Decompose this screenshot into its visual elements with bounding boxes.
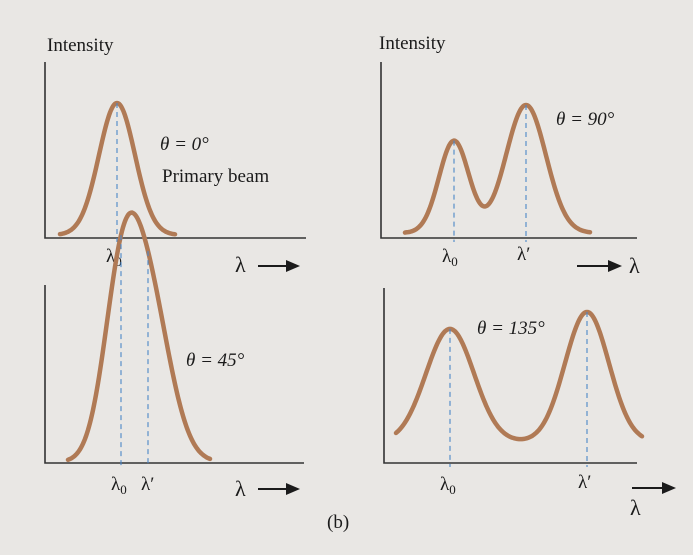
panel-theta-90: Intensity θ = 90° λ0 λ′ λ — [379, 33, 640, 278]
figure-caption: (b) — [327, 512, 349, 533]
panel1-tick-lambda0: λ0 — [106, 246, 122, 269]
panel3-tick-lambda-prime: λ′ — [141, 474, 154, 495]
panel1-x-arrow — [258, 260, 300, 272]
panel4-intensity-curve — [393, 309, 645, 442]
panel1-angle-annotation: θ = 0° — [160, 134, 209, 155]
panel2-x-arrow — [577, 260, 622, 272]
panel1-beam-annotation: Primary beam — [162, 166, 269, 187]
panel4-x-arrow — [632, 482, 676, 494]
panel4-tick-lambda0: λ0 — [440, 474, 456, 497]
panel-theta-135: θ = 135° λ0 λ′ λ — [383, 288, 676, 520]
panel3-angle-annotation: θ = 45° — [186, 350, 245, 371]
panel4-tick-lambda-prime: λ′ — [578, 472, 591, 493]
panel4-x-axis-label: λ — [630, 495, 641, 520]
panel2-intensity-curve — [402, 102, 593, 235]
panel1-y-axis-label: Intensity — [47, 35, 114, 56]
panel3-x-arrow — [258, 483, 300, 495]
panel4-angle-annotation: θ = 135° — [477, 318, 545, 339]
panel4-axes — [383, 288, 637, 464]
panel3-intensity-curve — [65, 210, 213, 463]
panel3-x-axis-label: λ — [235, 476, 246, 501]
panel1-axes — [44, 62, 306, 239]
panel2-tick-lambda0: λ0 — [442, 246, 458, 269]
panel-theta-0: Intensity θ = 0° Primary beam λ0 λ — [44, 35, 306, 277]
panel2-angle-annotation: θ = 90° — [556, 109, 615, 130]
panel1-x-axis-label: λ — [235, 252, 246, 277]
panel2-axes — [380, 62, 637, 239]
panel3-tick-lambda0: λ0 — [111, 474, 127, 497]
panel2-x-axis-label: λ — [629, 253, 640, 278]
panel3-axes — [44, 285, 304, 464]
panel2-y-axis-label: Intensity — [379, 33, 446, 54]
panel-theta-45: θ = 45° λ0 λ′ λ — [44, 210, 304, 501]
panel2-tick-lambda-prime: λ′ — [517, 244, 530, 265]
